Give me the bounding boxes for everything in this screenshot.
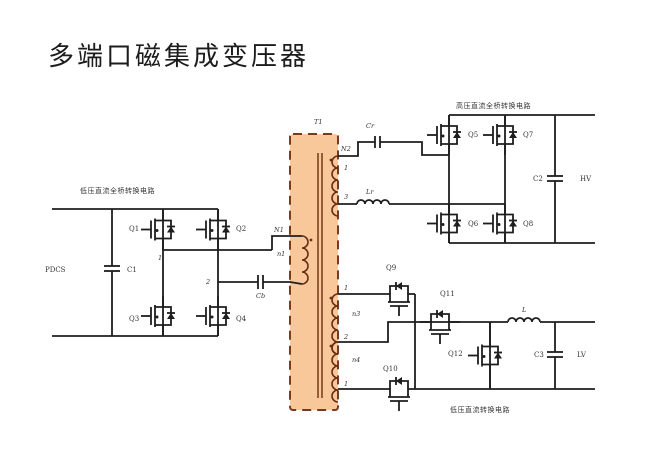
q3-label: Q3 xyxy=(129,315,139,323)
winding-label: 3 xyxy=(344,193,348,201)
node-label: 1 xyxy=(158,254,162,262)
wire xyxy=(263,281,303,285)
q4-label: Q4 xyxy=(236,315,247,323)
left-full-bridge: 低压直流全桥转换电路 PDCS C1 1 2 Cb N1 n1 Q1 Q2 Q3… xyxy=(45,186,303,337)
winding-label: N2 xyxy=(340,145,351,153)
body-diode-icon xyxy=(396,282,402,290)
winding-top-right xyxy=(331,155,339,217)
slide-title: 多端口磁集成变压器 xyxy=(48,42,310,72)
switch-terminals xyxy=(383,293,415,302)
mosfet-q6 xyxy=(427,204,461,243)
mosfet-node xyxy=(441,223,445,226)
lv-output-label: LV xyxy=(577,351,587,359)
mosfet-q5 xyxy=(427,115,461,155)
switch-terminals xyxy=(383,388,415,397)
q2-label: Q2 xyxy=(236,225,246,233)
q11-label: Q11 xyxy=(440,290,455,298)
body-diode-icon xyxy=(222,313,230,319)
c2-label: C2 xyxy=(533,175,543,183)
mosfet-q1 xyxy=(141,209,175,250)
bottom-right-caption: 低压直流转换电路 xyxy=(450,405,510,414)
body-diode-icon xyxy=(509,220,517,227)
left-circuit-caption: 低压直流全桥转换电路 xyxy=(80,186,155,195)
mosfet-q7 xyxy=(483,115,517,155)
q12-label: Q12 xyxy=(448,350,463,358)
body-diode-icon xyxy=(494,352,502,359)
winding-label: n1 xyxy=(277,250,285,258)
wire xyxy=(338,141,375,157)
mosfet-node xyxy=(441,134,445,138)
inductor-l xyxy=(507,317,541,323)
winding-label: n3 xyxy=(352,310,360,318)
winding-label: n4 xyxy=(352,356,360,364)
q10-label: Q10 xyxy=(383,365,398,373)
l-label: L xyxy=(521,306,526,314)
c3-label: C3 xyxy=(534,351,544,359)
mosfet-q12 xyxy=(468,322,502,389)
bottom-right-converter: 低压直流转换电路 L C3 LV 1 n3 2 n4 1 Q9 Q10 Q11 … xyxy=(338,264,595,414)
winding-label: 1 xyxy=(344,380,348,388)
q1-label: Q1 xyxy=(129,225,139,233)
transformer: T1 xyxy=(289,118,339,411)
lr-label: Lr xyxy=(365,188,374,196)
mosfet-node xyxy=(497,223,501,226)
body-diode-icon xyxy=(167,313,175,319)
q5-label: Q5 xyxy=(468,131,478,139)
mosfet-q2 xyxy=(196,209,230,250)
switch-q11 xyxy=(420,310,460,344)
mosfet-node xyxy=(210,229,214,232)
q9-label: Q9 xyxy=(386,264,396,272)
switch-terminals xyxy=(420,321,460,330)
mosfet-node xyxy=(155,229,159,232)
body-diode-icon xyxy=(167,226,175,233)
wire xyxy=(380,141,449,156)
mosfet-node xyxy=(482,355,486,358)
winding-label: 2 xyxy=(343,333,348,341)
mosfet-q3 xyxy=(141,296,175,336)
body-diode-icon xyxy=(453,220,461,227)
switch-q10 xyxy=(383,377,415,411)
mosfet-node xyxy=(210,315,214,319)
dot-marker xyxy=(329,344,333,348)
winding-label: 1 xyxy=(344,164,348,172)
q6-label: Q6 xyxy=(468,220,479,228)
top-right-caption: 高压直流全桥转换电路 xyxy=(456,101,531,110)
dot-marker xyxy=(329,296,333,300)
wire xyxy=(338,321,420,343)
body-diode-icon xyxy=(222,226,230,233)
winding-label: 1 xyxy=(344,284,348,292)
body-diode-icon xyxy=(396,377,402,385)
inductor-lr xyxy=(356,199,390,205)
body-diode-icon xyxy=(453,132,461,138)
mosfet-q8 xyxy=(483,204,517,243)
dot-marker xyxy=(329,158,333,162)
q8-label: Q8 xyxy=(523,220,533,228)
cr-label: Cr xyxy=(366,122,375,130)
wire xyxy=(271,235,302,250)
mosfet-q4 xyxy=(196,296,230,336)
winding-left xyxy=(301,235,309,285)
cb-label: Cb xyxy=(256,292,265,300)
mosfet-node xyxy=(497,134,501,138)
source-label: PDCS xyxy=(45,266,66,274)
tap-label: N1 xyxy=(273,226,284,234)
body-diode-icon xyxy=(509,132,517,138)
switch-q9 xyxy=(383,282,415,316)
q7-label: Q7 xyxy=(523,131,533,139)
transformer-label: T1 xyxy=(314,118,322,126)
c1-label: C1 xyxy=(127,266,137,274)
transformer-core-box xyxy=(289,133,339,411)
node-label: 2 xyxy=(205,278,210,286)
winding-bottom-right-2 xyxy=(331,341,339,403)
hv-output-label: HV xyxy=(580,175,592,183)
mosfet-node xyxy=(155,315,159,319)
top-right-full-bridge: 高压直流全桥转换电路 Cr Lr N2 1 3 C2 HV Q5 Q7 Q6 Q… xyxy=(338,101,595,244)
body-diode-icon xyxy=(437,310,443,318)
dot-marker xyxy=(309,238,313,242)
